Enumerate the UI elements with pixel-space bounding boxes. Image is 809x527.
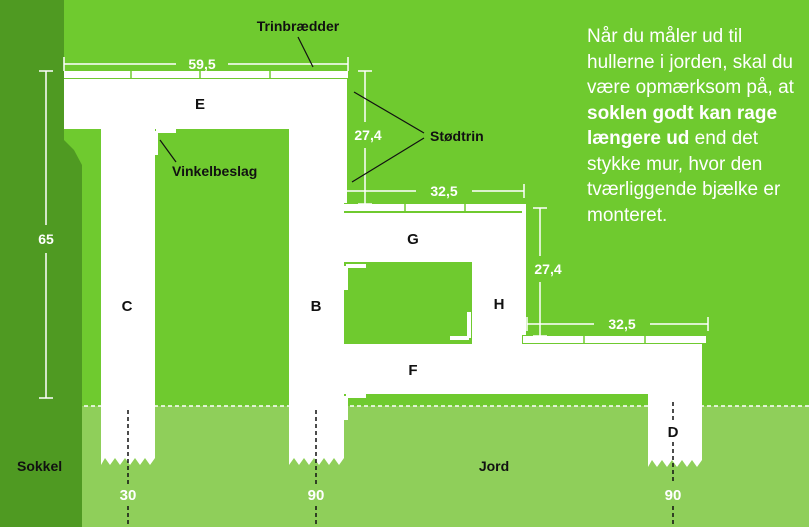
beam-f [344,344,702,394]
dim-top-width-label: 59,5 [188,56,215,72]
beam-g [344,213,522,262]
riser-leader-lower [351,137,425,183]
lower-treads [523,336,706,343]
dim-lower-width [526,317,709,331]
plinth-label: Sokkel [17,458,62,474]
tread-boards-label: Trinbrædder [257,18,340,34]
upper-riser-board [343,79,347,203]
angle-bracket-h [450,312,471,340]
dim-middle-width [343,184,525,198]
dim-total-height [39,70,53,399]
depth-d-label: 90 [665,487,682,504]
riser-leader-upper [353,91,425,134]
tread-boards-leader [297,36,314,68]
top-treads [64,71,348,78]
dim-total-height-label: 65 [38,231,54,247]
piece-h-label: H [494,296,505,313]
angle-bracket-leader [159,139,177,163]
leg-b [289,129,344,465]
depth-c-label: 30 [120,487,137,504]
piece-c-label: C [122,298,133,315]
leg-d [648,394,702,467]
piece-g-label: G [407,231,419,248]
plinth-shape [0,0,82,527]
piece-e-label: E [195,96,205,113]
dim-middle-riser [533,207,547,337]
soil-label: Jord [479,458,509,474]
note-text-bold: soklen godt kan rage længere ud [587,102,778,150]
info-note: Når du måler ud til hullerne i jorden, s… [587,24,802,228]
dim-top-width [63,57,349,71]
piece-b-label: B [311,298,322,315]
risers-label: Stødtrin [430,128,484,144]
note-text-before: Når du måler ud til hullerne i jorden, s… [587,26,794,98]
dim-lower-width-label: 32,5 [608,316,635,332]
dim-upper-riser-label: 27,4 [354,127,381,143]
piece-f-label: F [408,362,417,379]
dim-middle-riser-label: 27,4 [534,261,561,277]
dim-middle-width-label: 32,5 [430,183,457,199]
note-text-after: end det stykke mur, hvor den tværliggend… [587,128,781,226]
angle-bracket-label: Vinkelbeslag [172,163,257,179]
piece-d-label: D [668,424,679,441]
dim-upper-riser [358,70,372,205]
depth-b-label: 90 [308,487,325,504]
angle-bracket-g [344,264,366,290]
angle-bracket-f [344,394,366,420]
middle-treads [344,204,526,211]
block-h [472,262,522,344]
middle-riser-board [522,211,526,335]
leg-c [101,129,155,465]
beam-e [64,79,344,129]
